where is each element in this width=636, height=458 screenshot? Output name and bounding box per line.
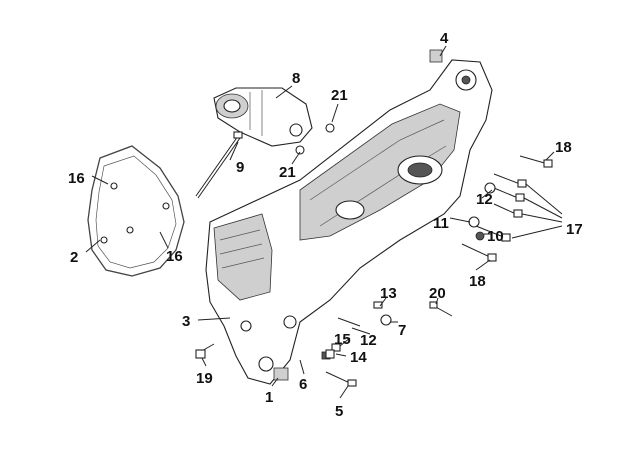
bolt-set [461,155,553,262]
callout-12-bottom: 12 [360,332,377,349]
callout-10: 10 [487,228,504,245]
callout-13: 13 [380,285,397,302]
leader-lines [85,45,563,399]
callout-14: 14 [350,349,367,366]
small-fasteners [195,123,453,387]
callout-21-bottom: 21 [279,164,296,181]
callout-labels: 4 8 21 21 9 16 16 2 18 12 11 10 17 18 13… [68,30,583,420]
callout-17: 17 [566,221,583,238]
callout-21-top: 21 [331,87,348,104]
bushing [429,49,443,63]
crankcase-body [205,59,493,385]
callout-3: 3 [182,313,190,330]
callout-16-left: 16 [68,170,85,187]
dipstick-rod [195,131,243,199]
callout-9: 9 [236,159,244,176]
callout-16-right: 16 [166,248,183,265]
callout-2: 2 [70,249,78,266]
callout-19: 19 [196,370,213,387]
callout-20: 20 [429,285,446,302]
callout-1: 1 [265,389,273,406]
callout-11: 11 [433,215,449,232]
starter-motor [213,87,313,147]
callout-8: 8 [292,70,300,87]
callout-12-top: 12 [476,191,493,208]
callout-18-top: 18 [555,139,572,156]
callout-18-bottom: 18 [469,273,486,290]
callout-6: 6 [299,376,307,393]
callout-4: 4 [440,30,449,47]
callout-15: 15 [334,331,351,348]
callout-7: 7 [398,322,406,339]
callout-5: 5 [335,403,343,420]
left-cover-gasket [87,145,185,277]
